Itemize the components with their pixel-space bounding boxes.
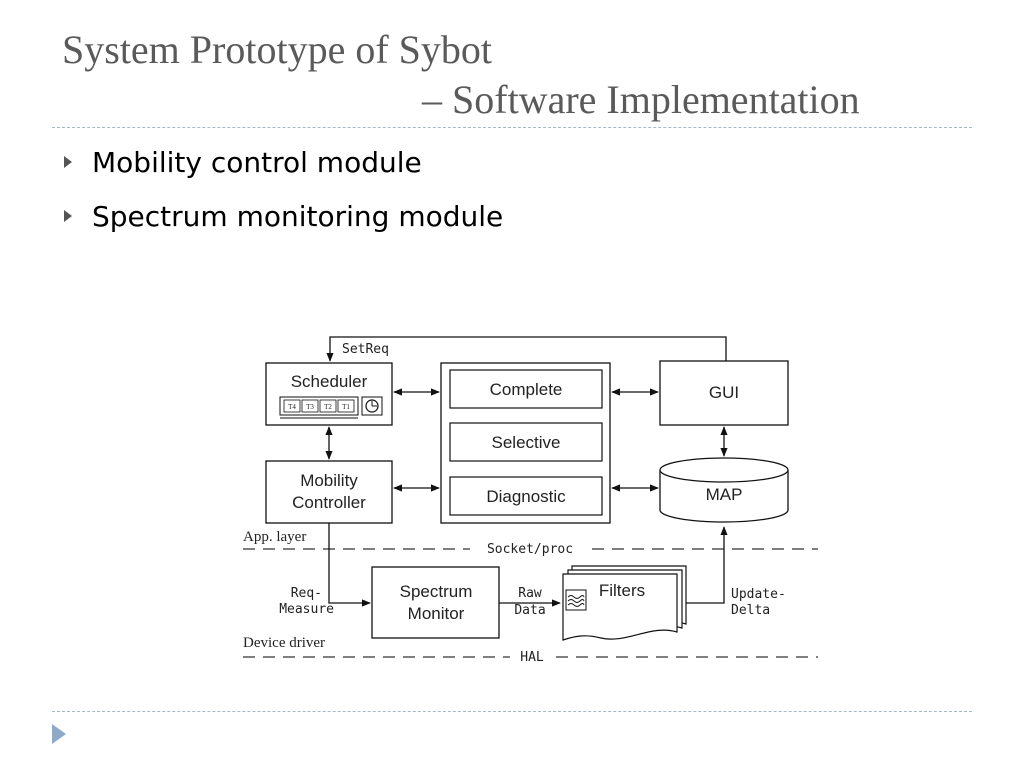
req-measure-line1: Req-	[291, 586, 322, 601]
clock-icon	[361, 396, 383, 416]
selective-label: Selective	[492, 433, 561, 452]
map-label: MAP	[706, 485, 743, 504]
socket-proc-label: Socket/proc	[487, 542, 573, 557]
bullet-text: Mobility control module	[92, 146, 422, 179]
update-delta-line2: Delta	[731, 603, 770, 618]
task-label: T2	[324, 403, 332, 411]
task-slot	[337, 399, 355, 413]
filters-documents	[562, 565, 687, 641]
selective-box	[449, 422, 603, 462]
task-label: T4	[288, 403, 296, 411]
gui-box	[659, 360, 789, 426]
mobility-label-line1: Mobility	[300, 471, 358, 490]
mobility-label-line2: Controller	[292, 493, 366, 512]
complete-label: Complete	[490, 380, 563, 399]
task-label: T1	[342, 403, 350, 411]
slide-title-line-2: – Software Implementation	[422, 77, 860, 122]
app-layer-label: App. layer	[243, 529, 306, 545]
task-slot	[301, 399, 319, 413]
task-slot	[319, 399, 337, 413]
map-database	[659, 457, 789, 523]
task-slot	[283, 399, 301, 413]
bullet-text: Spectrum monitoring module	[92, 200, 504, 233]
diagnostic-box	[449, 476, 603, 516]
gui-label: GUI	[709, 383, 739, 402]
update-delta-arrow	[686, 526, 728, 604]
filters-label: Filters	[599, 581, 645, 600]
diagnostic-label: Diagnostic	[486, 487, 566, 506]
setreq-arrow	[326, 336, 727, 362]
update-delta-line1: Update-	[731, 587, 786, 602]
task-queue: T4 T3 T2 T1	[279, 396, 359, 419]
waveform-icon	[565, 589, 587, 611]
bullet-arrow-icon	[64, 156, 72, 168]
device-driver-label: Device driver	[243, 635, 325, 651]
footer-separator	[52, 711, 972, 712]
bullet-list: Mobility control module Spectrum monitor…	[62, 148, 503, 256]
setreq-label: SetReq	[342, 342, 389, 357]
req-measure-arrow	[328, 523, 371, 607]
scheduler-label: Scheduler	[291, 372, 368, 391]
next-slide-icon[interactable]	[52, 724, 66, 744]
raw-data-line2: Data	[514, 603, 545, 618]
spectrum-label-line2: Monitor	[408, 604, 465, 623]
raw-data-line1: Raw	[518, 586, 542, 601]
task-label: T3	[306, 403, 314, 411]
spectrum-label-line1: Spectrum	[400, 582, 473, 601]
bullet-item: Mobility control module	[62, 148, 503, 202]
slide-title-line-1: System Prototype of Sybot	[62, 27, 493, 72]
complete-box	[449, 369, 603, 409]
bullet-arrow-icon	[64, 210, 72, 222]
hal-label: HAL	[520, 650, 544, 665]
req-measure-line2: Measure	[279, 602, 334, 617]
spectrum-monitor-box	[371, 566, 500, 639]
bullet-item: Spectrum monitoring module	[62, 202, 503, 256]
title-separator	[52, 127, 972, 128]
